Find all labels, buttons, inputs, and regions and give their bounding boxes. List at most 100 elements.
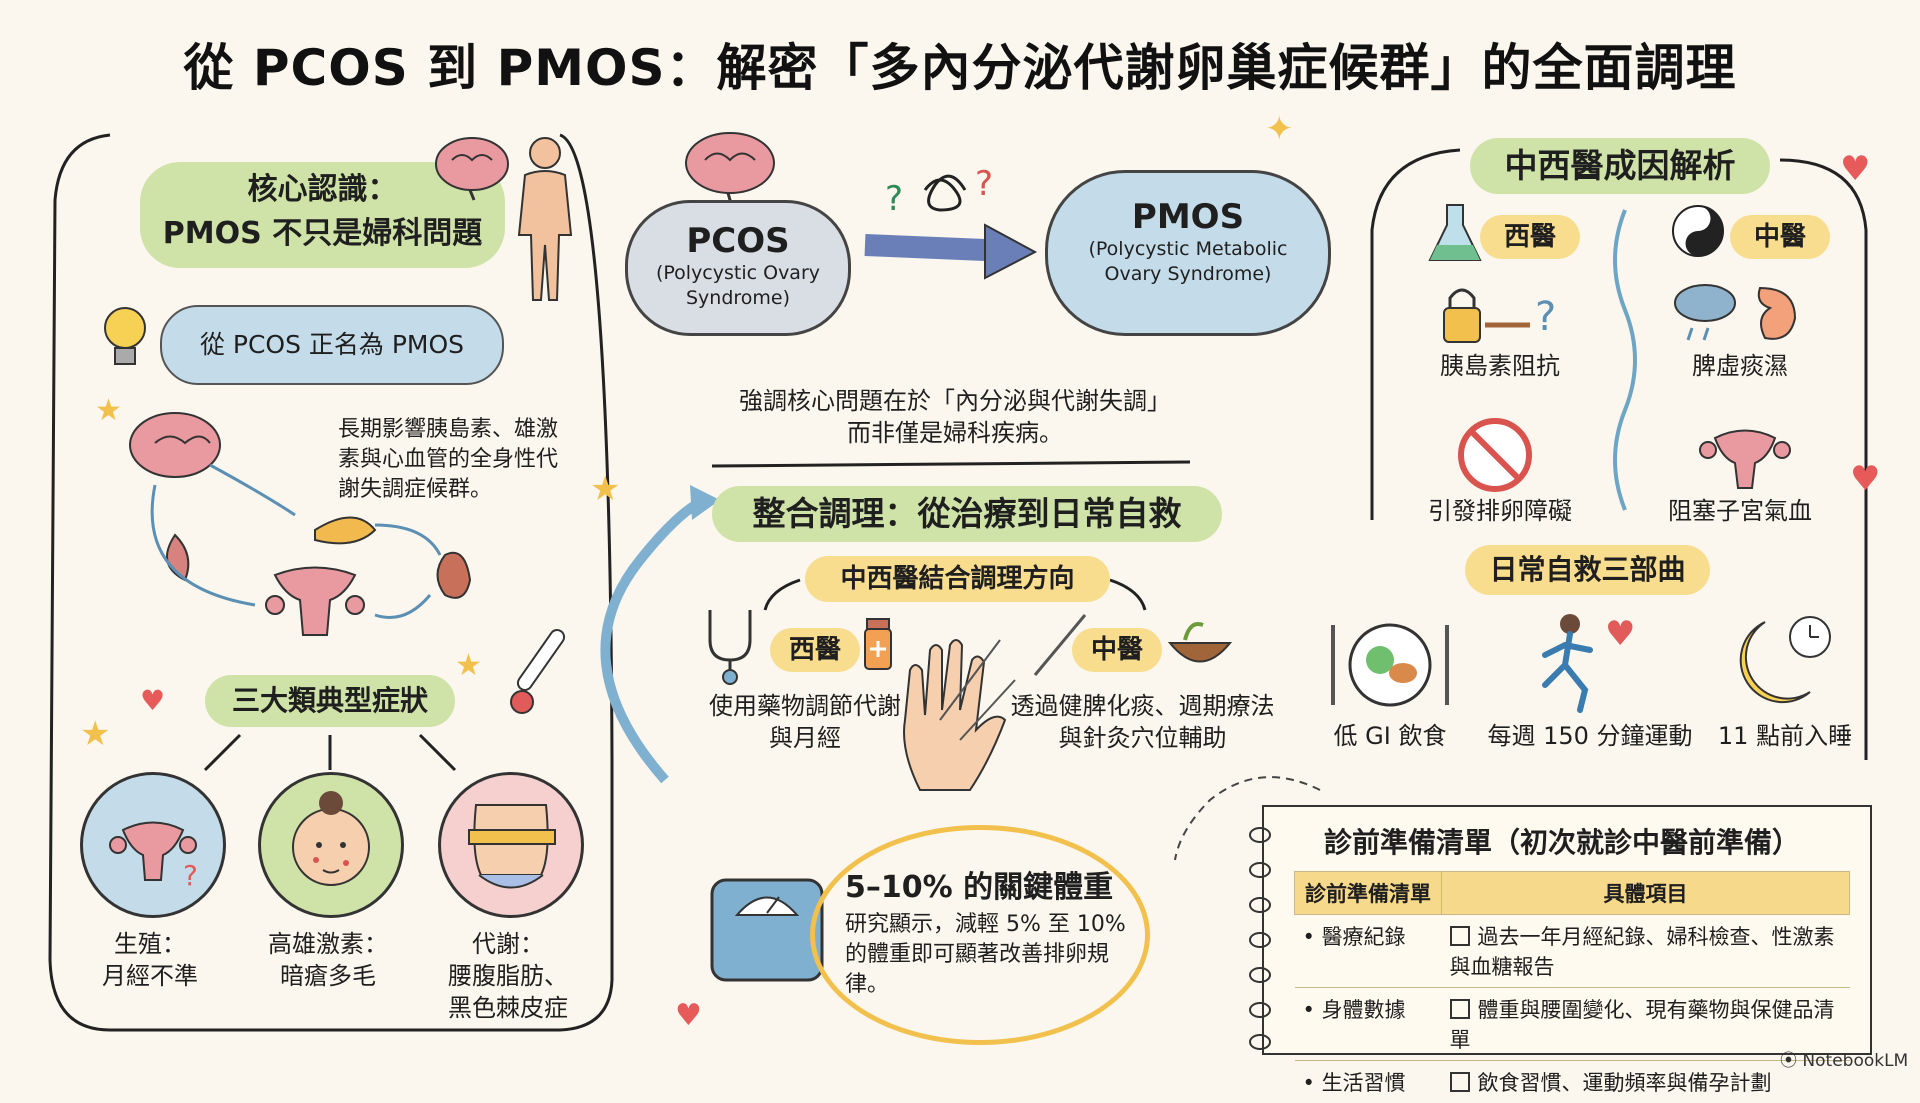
symptom-metabolic-line2: 腰腹脂肪、	[418, 960, 598, 992]
watermark: ⦿ NotebookLM	[1780, 1046, 1908, 1071]
hyperandrogenism-circle	[258, 772, 404, 918]
tangled-thought-icon: ? ?	[880, 160, 1000, 230]
svg-text:♥: ♥	[140, 684, 165, 717]
checklist-cat: • 身體數據	[1295, 988, 1442, 1061]
checklist-item-text: 飲食習慣、運動頻率與備孕計劃	[1478, 1071, 1772, 1095]
svg-text:♥: ♥	[1850, 459, 1880, 499]
svg-text:?: ?	[1535, 294, 1556, 340]
symptom-metabolic-line3: 黑色棘皮症	[418, 992, 598, 1024]
symptom-hyperandrogenism: 高雄激素： 暗瘡多毛	[238, 928, 418, 992]
emphasis-line1: 強調核心問題在於「內分泌與代謝失調」	[700, 385, 1210, 417]
brain-icon	[432, 132, 512, 202]
yin-yang-icon	[1670, 203, 1726, 259]
checklist-cat: • 生活習慣	[1295, 1061, 1442, 1103]
checkbox[interactable]	[1450, 999, 1470, 1019]
no-ovulation-icon	[1455, 415, 1535, 495]
integrated-subheading: 中西醫結合調理方向	[805, 556, 1110, 602]
svg-text:★: ★	[80, 714, 110, 754]
daily-sleep: 11 點前入睡	[1705, 720, 1865, 752]
svg-text:♥: ♥	[1840, 149, 1870, 189]
causes-tcm-label: 中醫	[1730, 215, 1830, 259]
checkbox[interactable]	[1450, 1072, 1470, 1092]
western-text: 使用藥物調節代謝與月經	[705, 690, 905, 754]
tcm-label: 中醫	[1072, 628, 1162, 672]
cause-uterus-qi-blockage: 阻塞子宮氣血	[1650, 495, 1830, 527]
herbal-bowl-icon	[1165, 615, 1235, 675]
uterus-qi-icon	[1690, 418, 1800, 494]
pmos-title: PMOS	[1048, 197, 1328, 237]
checklist-col2: 具體項目	[1442, 872, 1850, 915]
table-row: • 身體數據 體重與腰圍變化、現有藥物與保健品清單	[1295, 988, 1850, 1061]
table-row: • 醫療紀錄 過去一年月經紀錄、婦科檢查、性激素與血糖報告	[1295, 915, 1850, 988]
emphasis-line2: 而非僅是婦科疾病。	[700, 417, 1210, 449]
waist-icon	[441, 775, 581, 915]
thermometer-icon	[500, 620, 580, 720]
cause-ovulation-disorder: 引發排卵障礙	[1395, 495, 1605, 527]
integrated-heading: 整合調理：從治療到日常自救	[712, 486, 1222, 542]
checklist-cat-text: 生活習慣	[1322, 1071, 1406, 1095]
table-row: • 生活習慣 飲食習慣、運動頻率與備孕計劃	[1295, 1061, 1850, 1103]
notebooklm-logo-icon: ⦿	[1780, 1051, 1802, 1071]
pcos-subtitle: (Polycystic Ovary Syndrome)	[628, 261, 848, 311]
watermark-text: NotebookLM	[1802, 1051, 1908, 1071]
uterus-icon: ?	[83, 775, 223, 915]
cause-spleen-dampness: 脾虛痰濕	[1660, 350, 1820, 382]
svg-text:★: ★	[590, 469, 620, 509]
checklist-item-text: 過去一年月經紀錄、婦科檢查、性激素與血糖報告	[1450, 925, 1835, 979]
pcos-cloud: PCOS (Polycystic Ovary Syndrome)	[625, 200, 851, 336]
core-heading-line2: PMOS 不只是婦科問題	[140, 212, 505, 256]
svg-text:✦: ✦	[1265, 109, 1294, 149]
symptom-hyperandrogenism-line1: 高雄激素：	[238, 928, 418, 960]
scale-icon	[707, 875, 827, 985]
daily-heading: 日常自救三部曲	[1465, 545, 1710, 595]
running-icon: ♥	[1525, 610, 1645, 720]
svg-text:?: ?	[975, 164, 993, 204]
checklist-cat: • 醫療紀錄	[1295, 915, 1442, 988]
weight-text: 研究顯示，減輕 5% 至 10% 的體重即可顯著改善排卵規律。	[845, 910, 1135, 1000]
symptom-metabolic: 代謝： 腰腹脂肪、 黑色棘皮症	[418, 928, 598, 1024]
causes-heading: 中西醫成因解析	[1470, 138, 1770, 194]
daily-low-gi: 低 GI 飲食	[1315, 720, 1465, 752]
symptom-hyperandrogenism-line2: 暗瘡多毛	[238, 960, 418, 992]
reproductive-circle: ?	[80, 772, 226, 918]
checklist-item-text: 體重與腰圍變化、現有藥物與保健品清單	[1450, 998, 1835, 1052]
checklist-table: 診前準備清單 具體項目 • 醫療紀錄 過去一年月經紀錄、婦科檢查、性激素與血糖報…	[1294, 871, 1850, 1103]
acupuncture-hand-icon	[880, 630, 1020, 800]
core-description: 長期影響胰島素、雄激素與心血管的全身性代謝失調症候群。	[338, 415, 578, 505]
rename-cloud: 從 PCOS 正名為 PMOS	[160, 305, 504, 385]
moon-clock-icon	[1725, 612, 1835, 712]
tcm-text: 透過健脾化痰、週期療法與針灸穴位輔助	[1000, 690, 1285, 754]
body-figure-icon	[505, 135, 585, 305]
cause-insulin-resistance: 胰島素阻抗	[1415, 350, 1585, 382]
pmos-cloud: PMOS (Polycystic Metabolic Ovary Syndrom…	[1045, 170, 1331, 336]
pmos-subtitle: (Polycystic Metabolic Ovary Syndrome)	[1048, 237, 1328, 287]
checklist-cat-text: 身體數據	[1322, 998, 1406, 1022]
checklist-cat-text: 醫療紀錄	[1322, 925, 1406, 949]
checkbox[interactable]	[1450, 926, 1470, 946]
checklist-item: 過去一年月經紀錄、婦科檢查、性激素與血糖報告	[1442, 915, 1850, 988]
symptom-reproductive-line1: 生殖：	[60, 928, 240, 960]
western-label: 西醫	[770, 628, 860, 672]
svg-text:♥: ♥	[675, 998, 702, 1033]
symptom-metabolic-line1: 代謝：	[418, 928, 598, 960]
checklist-card: 診前準備清單（初次就診中醫前準備） 診前準備清單 具體項目 • 醫療紀錄 過去一…	[1262, 805, 1872, 1055]
lightbulb-icon	[95, 300, 155, 380]
metabolic-circle	[438, 772, 584, 918]
symptom-reproductive: 生殖： 月經不準	[60, 928, 240, 992]
svg-text:?: ?	[885, 179, 903, 219]
face-icon	[261, 775, 401, 915]
symptom-reproductive-line2: 月經不準	[60, 960, 240, 992]
symptoms-heading: 三大類典型症狀	[205, 675, 455, 727]
pcos-title: PCOS	[628, 221, 848, 261]
weight-heading: 5–10% 的關鍵體重	[845, 862, 1145, 906]
lock-key-icon: ?	[1440, 280, 1570, 350]
rain-cloud-stomach-icon	[1670, 278, 1810, 348]
daily-exercise: 每週 150 分鐘運動	[1475, 720, 1705, 752]
checklist-heading: 診前準備清單（初次就診中醫前準備）	[1264, 807, 1870, 871]
checklist-header-row: 診前準備清單 具體項目	[1295, 872, 1850, 915]
brain-icon-center	[680, 125, 780, 210]
stethoscope-icon	[695, 605, 770, 685]
low-gi-plate-icon	[1325, 615, 1455, 715]
svg-text:♥: ♥	[1605, 614, 1635, 654]
emphasis-text: 強調核心問題在於「內分泌與代謝失調」 而非僅是婦科疾病。	[700, 385, 1210, 449]
